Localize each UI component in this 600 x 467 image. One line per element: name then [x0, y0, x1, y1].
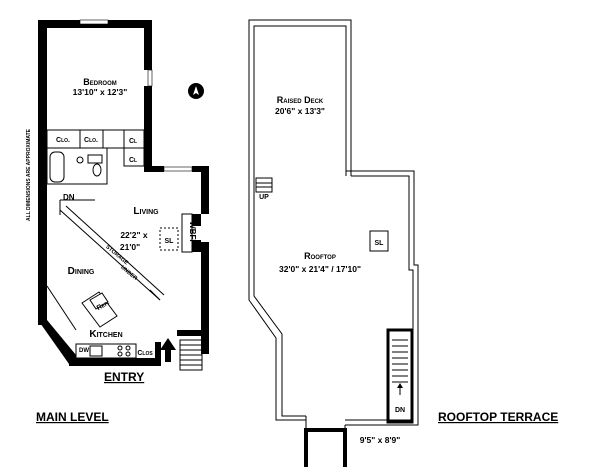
main-level-plan — [38, 19, 209, 371]
living-name: Living — [133, 206, 159, 217]
bottom-dims: 9'5" x 8'9" — [360, 435, 400, 445]
up-label-roof: UP — [259, 194, 269, 201]
entry-arrow — [160, 338, 176, 362]
cl-label-1: Cl — [129, 138, 137, 145]
bedroom-name: Bedroom — [83, 77, 117, 87]
sl-label-roof: SL — [375, 240, 385, 247]
raised-deck-name: Raised Deck — [277, 95, 324, 105]
dining-name: Dining — [68, 266, 95, 277]
dn-label: DN — [63, 193, 75, 202]
rooftop-terrace-title: ROOFTOP TERRACE — [438, 410, 558, 424]
cl-label-2: Cl — [129, 157, 137, 164]
clos-label: Clos — [137, 350, 153, 357]
dimensions-disclaimer: ALL DIMENSIONS ARE APPROXIMATE — [26, 128, 32, 221]
compass-north-icon — [188, 83, 204, 99]
rooftop-plan — [248, 19, 419, 467]
living-dims-2: 21'0" — [120, 242, 140, 252]
dw-label: DW — [79, 348, 89, 354]
living-dims-1: 22'2" x — [120, 230, 148, 240]
closet-label-1: Clo. — [56, 137, 70, 144]
main-level-title: MAIN LEVEL — [36, 410, 109, 424]
rooftop-name: Rooftop — [304, 251, 336, 261]
rooftop-dims: 32'0" x 21'4" / 17'10" — [279, 264, 361, 274]
wbfp-label: WBFP — [188, 221, 197, 245]
raised-deck-dims: 20'6" x 13'3" — [275, 106, 325, 116]
up-label-main: UP — [186, 331, 196, 338]
entry-label: ENTRY — [104, 370, 144, 384]
closet-label-2: Clo. — [84, 137, 98, 144]
sl-label: SL — [165, 238, 175, 245]
kitchen-name: Kitchen — [89, 329, 122, 340]
dn-label-roof: DN — [395, 407, 405, 414]
under-label: UNDER — [119, 265, 138, 282]
bedroom-dims: 13'10" x 12'3" — [73, 87, 128, 97]
